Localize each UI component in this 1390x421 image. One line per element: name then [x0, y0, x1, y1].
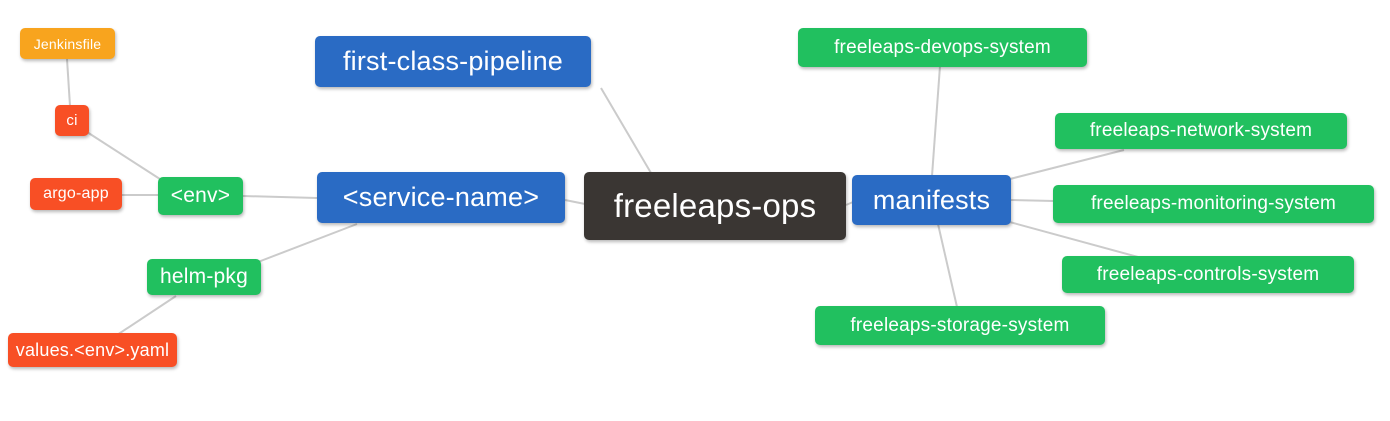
- edge-jenkinsfile-ci: [66, 58, 71, 107]
- edge-pipeline-ops: [600, 87, 652, 174]
- node-freeleaps-devops-system[interactable]: freeleaps-devops-system: [798, 28, 1087, 67]
- node-jenkinsfile[interactable]: Jenkinsfile: [20, 28, 115, 59]
- node-helm-pkg[interactable]: helm-pkg: [147, 259, 261, 295]
- node-service-name[interactable]: <service-name>: [317, 172, 565, 223]
- edge-manifests-devops: [931, 65, 941, 177]
- node-freeleaps-monitoring-system[interactable]: freeleaps-monitoring-system: [1053, 185, 1374, 223]
- edge-manifests-network: [1005, 149, 1125, 181]
- node-freeleaps-storage-system[interactable]: freeleaps-storage-system: [815, 306, 1105, 345]
- node-env[interactable]: <env>: [158, 177, 243, 215]
- node-argo-app[interactable]: argo-app: [30, 178, 122, 210]
- edge-manifests-storage: [937, 223, 958, 308]
- edge-manifests-monitoring: [1009, 199, 1055, 202]
- edge-helm-pkg-values-yaml: [116, 295, 177, 336]
- node-freeleaps-controls-system[interactable]: freeleaps-controls-system: [1062, 256, 1354, 293]
- node-values-env-yaml[interactable]: values.<env>.yaml: [8, 333, 177, 367]
- node-freeleaps-ops[interactable]: freeleaps-ops: [584, 172, 846, 240]
- edge-manifests-controls: [1005, 220, 1139, 258]
- node-ci[interactable]: ci: [55, 105, 89, 136]
- edge-env-service-name: [242, 195, 318, 199]
- edge-ops-manifests: [845, 201, 854, 206]
- edge-service-name-helm-pkg: [257, 223, 358, 263]
- edge-ci-env: [86, 131, 164, 182]
- node-manifests[interactable]: manifests: [852, 175, 1011, 225]
- node-first-class-pipeline[interactable]: first-class-pipeline: [315, 36, 591, 87]
- edge-service-name-ops: [564, 199, 586, 205]
- node-freeleaps-network-system[interactable]: freeleaps-network-system: [1055, 113, 1347, 149]
